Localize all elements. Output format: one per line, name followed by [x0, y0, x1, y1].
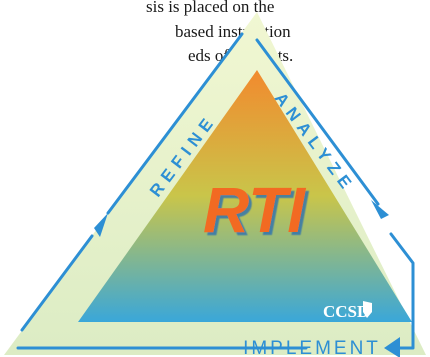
ccsd-logo-text: CCSD	[323, 302, 369, 321]
nevada-state-icon	[363, 301, 372, 318]
arrowhead-refine	[94, 213, 108, 237]
rti-title: RTI	[203, 174, 306, 246]
cycle-arrow-outline	[16, 32, 415, 350]
implement-label: IMPLEMENT	[243, 338, 381, 357]
arrowhead-analyze	[371, 200, 389, 219]
inner-gradient-triangle	[78, 70, 412, 322]
arrowhead-implement	[384, 337, 400, 357]
